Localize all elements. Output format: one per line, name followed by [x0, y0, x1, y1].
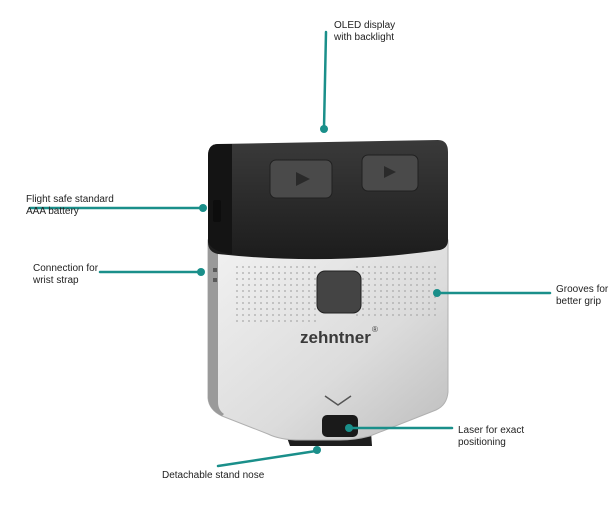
callout-lines [28, 30, 552, 468]
strap-connection [213, 268, 217, 272]
callout-stand-nose: Detachable stand nose [162, 470, 265, 481]
play-icon-right [384, 166, 396, 178]
brand-registered-mark: ® [372, 325, 378, 334]
callout-laser: Laser for exact positioning [458, 425, 525, 448]
center-button [316, 270, 362, 314]
laser-window [322, 415, 358, 437]
callout-grooves: Grooves for better grip [556, 284, 609, 307]
callout-battery: Flight safe standard AAA battery [26, 194, 114, 217]
callout-dots [197, 125, 441, 454]
chevron-down-icon [324, 395, 352, 406]
grip-grooves-right [355, 266, 437, 320]
grip-grooves-left [236, 266, 316, 326]
brand-logo: zehntner [300, 328, 371, 347]
callout-wrist-strap: Connection for wrist strap [33, 263, 99, 286]
play-icon-left [296, 172, 310, 186]
callout-oled-display: OLED display with backlight [334, 20, 396, 43]
